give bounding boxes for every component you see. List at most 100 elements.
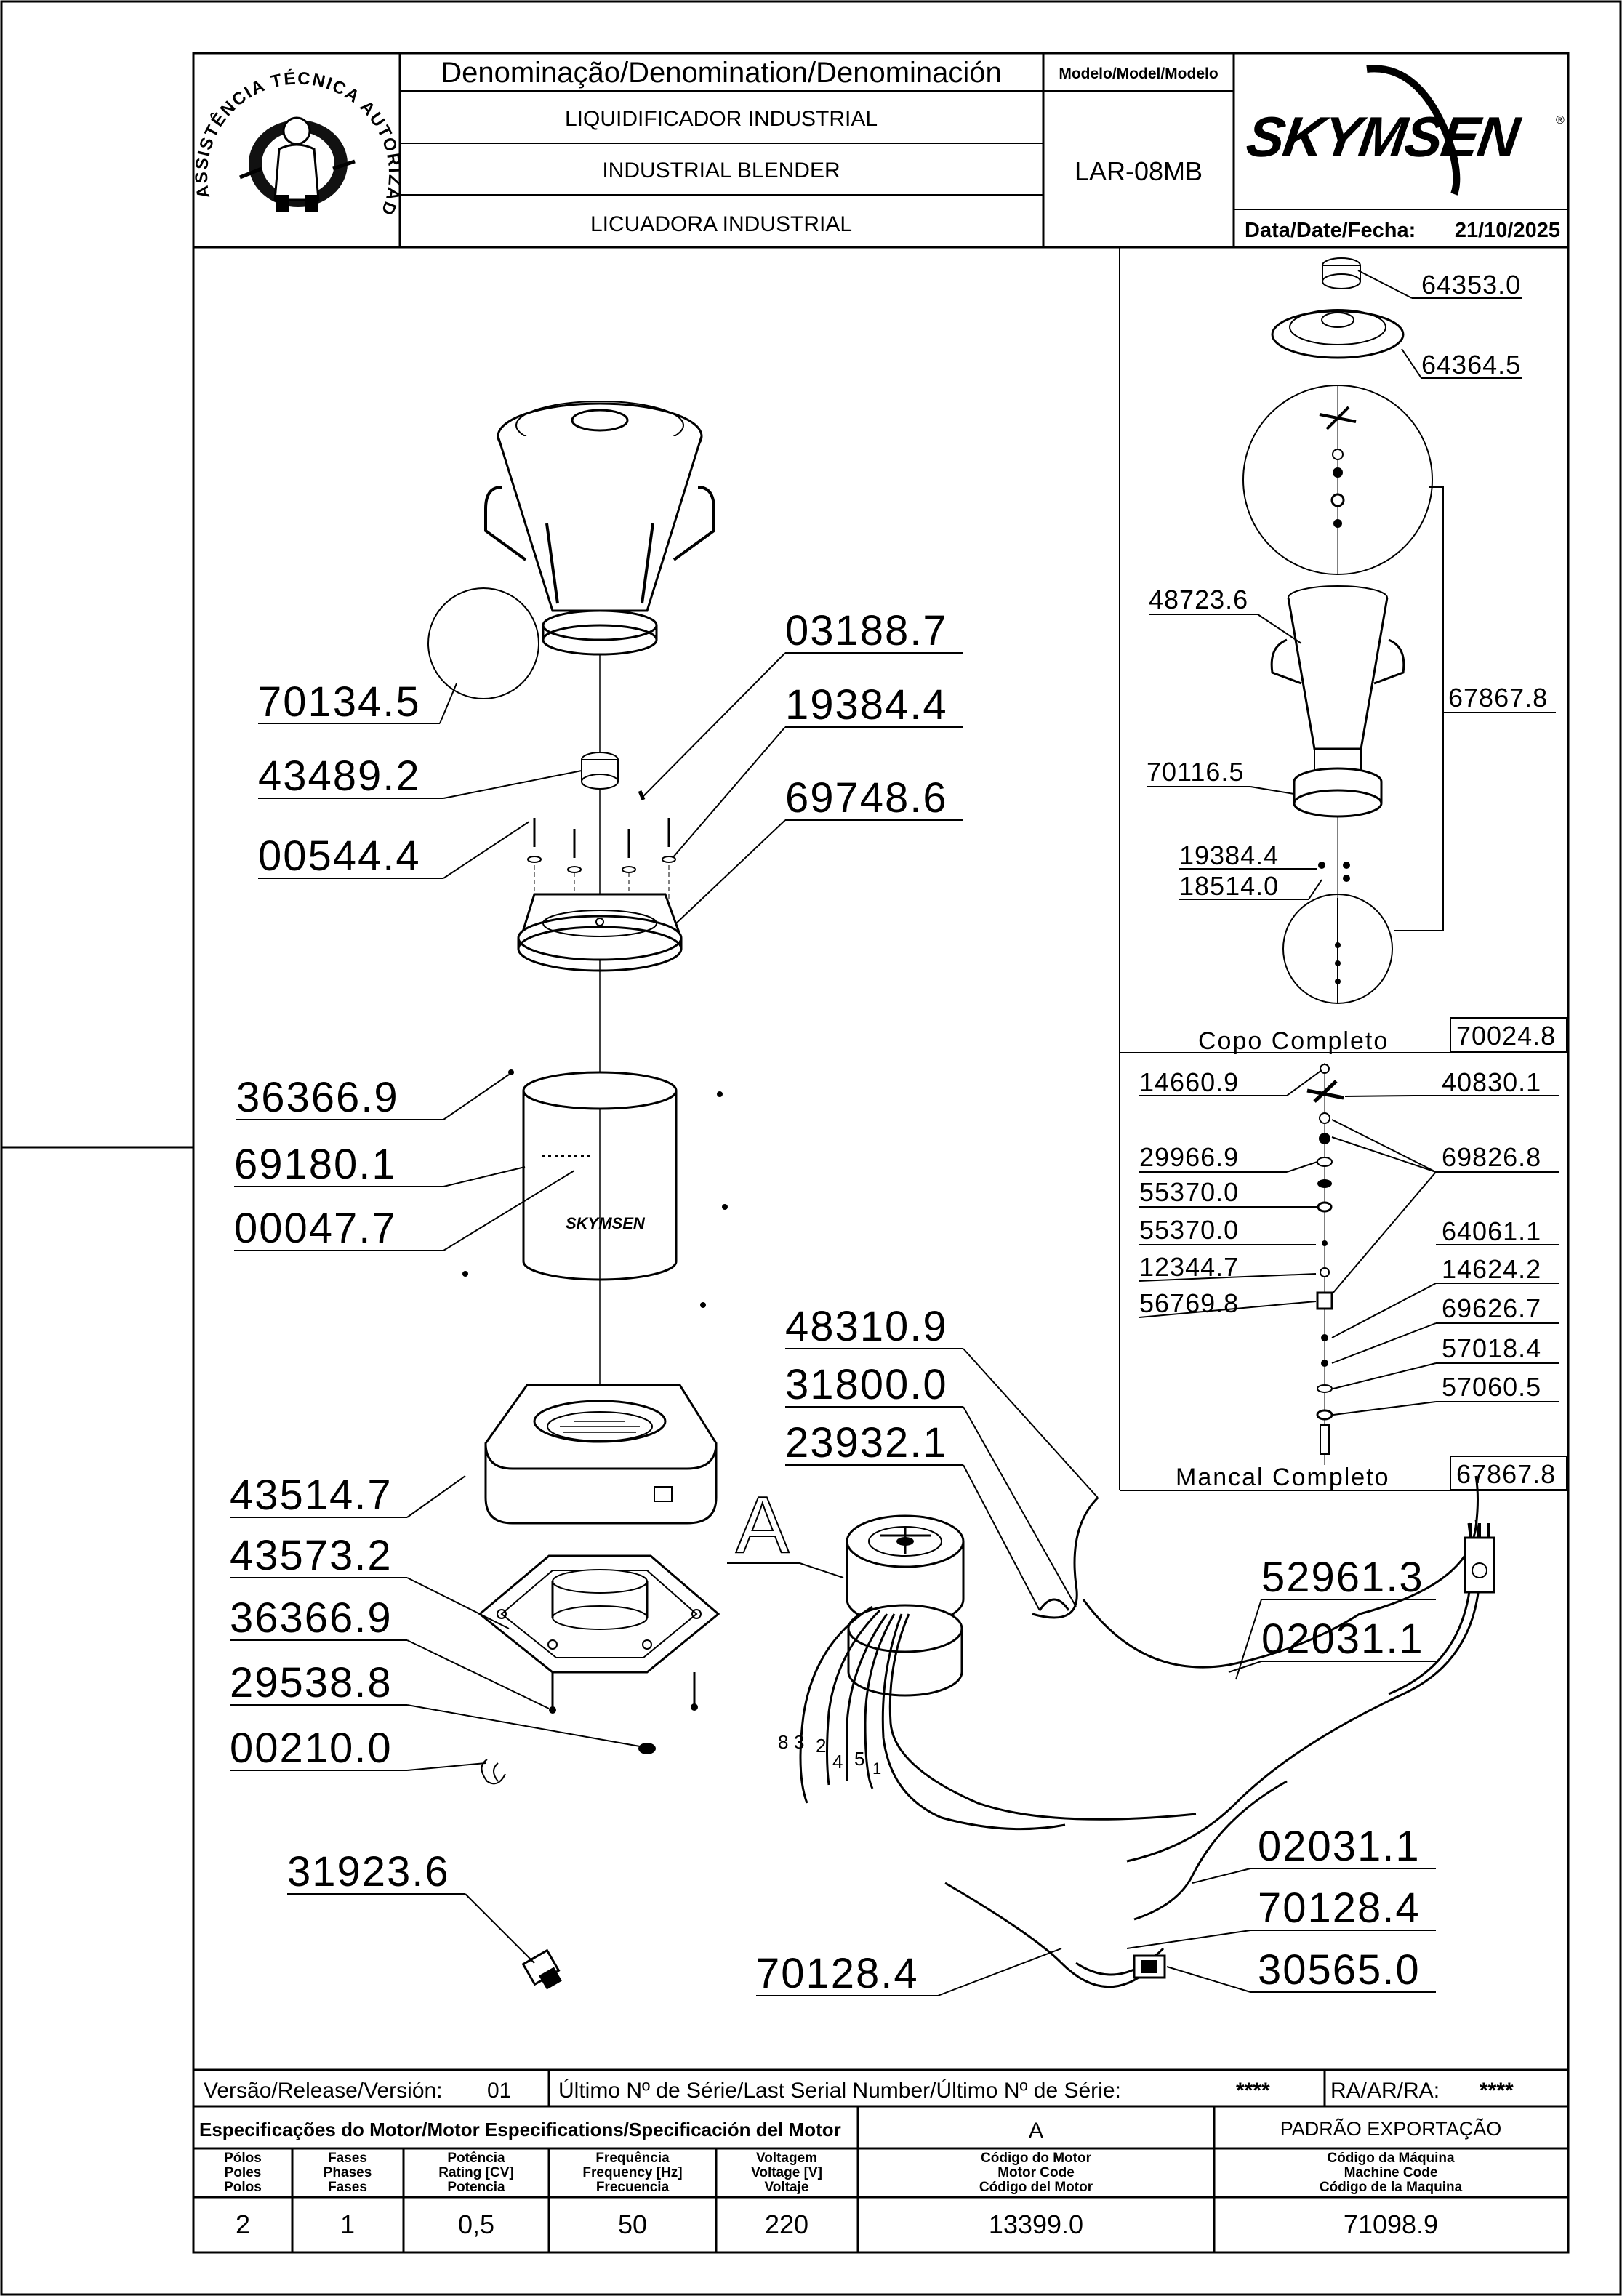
bottom-plate	[478, 1554, 720, 1785]
svg-text:Fases: Fases	[328, 2180, 367, 2195]
motor-leads	[799, 1605, 1197, 1831]
part-label-70128-4-right: 70128.4	[1258, 1884, 1421, 1932]
serial-value: ****	[1236, 2079, 1270, 2103]
authorized-service-logo: ASSISTÊNCIA TÉCNICA AUTORIZADA	[0, 0, 403, 219]
spec-value-poles: 2	[236, 2209, 250, 2239]
part-label-69180-1: 69180.1	[234, 1141, 397, 1188]
jar-base-screws	[527, 818, 676, 909]
mancal-part-3: 69826.8	[1442, 1142, 1541, 1172]
motor-spec-label: Especificações do Motor/Motor Especifica…	[199, 2119, 841, 2140]
serial-label: Último Nº de Série/Last Serial Number/Úl…	[558, 2079, 1121, 2103]
part-label-43573-2: 43573.2	[230, 1532, 393, 1579]
main-exploded-view: SKYMSEN	[230, 401, 1495, 1997]
brand-logo-text: SKYMSEN	[1242, 105, 1524, 169]
version-label: Versão/Release/Versión:	[204, 2079, 443, 2103]
part-label-43489-2: 43489.2	[258, 752, 421, 800]
skymsen-logo: SKYMSEN ®	[1242, 65, 1565, 196]
svg-text:Código do Motor: Código do Motor	[981, 2151, 1092, 2166]
svg-text:Código del Motor: Código del Motor	[979, 2180, 1093, 2195]
part-label-70128-4-left: 70128.4	[756, 1950, 919, 1997]
wire-number-3: 4	[832, 1751, 843, 1773]
part-label-02031-1-bottom: 02031.1	[1258, 1823, 1421, 1870]
name-pt: LIQUIDIFICADOR INDUSTRIAL	[565, 107, 878, 131]
spec-value-machine-code: 71098.9	[1344, 2209, 1438, 2239]
motor-assembly	[846, 1514, 965, 1697]
part-label-31923-6: 31923.6	[287, 1848, 450, 1895]
svg-text:Frecuencia: Frecuencia	[596, 2180, 670, 2195]
denomination-title: Denominação/Denomination/Denominación	[441, 57, 1002, 89]
wire-number-5: 1	[872, 1759, 881, 1778]
copo-part-4: 70116.5	[1147, 757, 1244, 787]
copo-part-0: 64353.0	[1421, 270, 1521, 300]
part-label-48310-9: 48310.9	[785, 1303, 948, 1350]
spec-col-frequency: Frequência Frequency [Hz] Frecuencia 50	[582, 2151, 682, 2239]
part-label-43514-7: 43514.7	[230, 1472, 393, 1519]
svg-text:Phases: Phases	[324, 2165, 372, 2180]
copo-code: 70024.8	[1456, 1021, 1556, 1051]
date-value: 21/10/2025	[1455, 219, 1560, 242]
spec-col-voltage: Voltagem Voltage [V] Voltaje 220	[751, 2151, 822, 2239]
motor-housing: SKYMSEN	[462, 1069, 728, 1308]
svg-text:Voltage [V]: Voltage [V]	[751, 2165, 822, 2180]
part-label-36366-9-bottom: 36366.9	[230, 1594, 393, 1642]
date-label: Data/Date/Fecha:	[1245, 219, 1416, 242]
wire-number-0: 8	[778, 1731, 788, 1753]
wire-number-2: 2	[816, 1735, 826, 1757]
spec-col-machine-code: Código da Máquina Machine Code Código de…	[1320, 2151, 1463, 2239]
drawing-frame	[192, 52, 1570, 2254]
spec-col-phases: Fases Phases Fases 1	[324, 2151, 372, 2239]
mancal-part-0: 14660.9	[1139, 1067, 1239, 1097]
svg-text:Potência: Potência	[447, 2151, 505, 2166]
part-label-70134-5: 70134.5	[258, 678, 421, 726]
part-label-19384-4: 19384.4	[785, 681, 948, 728]
svg-text:Machine Code: Machine Code	[1344, 2165, 1438, 2180]
jar-callout-circle	[427, 587, 539, 699]
model-value: LAR-08MB	[1075, 156, 1203, 186]
svg-text:Rating [CV]: Rating [CV]	[438, 2165, 513, 2180]
part-label-30565-0: 30565.0	[1258, 1946, 1421, 1994]
mancal-part-9: 56769.8	[1139, 1288, 1239, 1318]
wire-number-4: 5	[854, 1748, 864, 1770]
part-label-36366-9-top: 36366.9	[236, 1074, 399, 1121]
part-label-02031-1-top: 02031.1	[1261, 1615, 1424, 1663]
svg-text:Fases: Fases	[328, 2151, 367, 2166]
spec-col-poles: Pólos Poles Polos 2	[224, 2151, 262, 2239]
spec-value-voltage: 220	[765, 2209, 808, 2239]
ra-value: ****	[1480, 2079, 1514, 2103]
jar-seat	[517, 893, 683, 972]
copo-title: Copo Completo	[1198, 1027, 1389, 1055]
power-plug	[1464, 1523, 1495, 1594]
switch	[1133, 1954, 1166, 1979]
copo-part-3: 67867.8	[1448, 683, 1548, 713]
part-label-00047-7: 00047.7	[234, 1205, 397, 1252]
copo-part-6: 18514.0	[1179, 871, 1279, 901]
part-label-00210-0: 00210.0	[230, 1725, 393, 1772]
part-label-23932-1: 23932.1	[785, 1419, 948, 1466]
version-value: 01	[487, 2079, 511, 2103]
mancal-part-12: 57060.5	[1442, 1372, 1541, 1402]
svg-text:Motor Code: Motor Code	[997, 2165, 1075, 2180]
part-label-31800-0: 31800.0	[785, 1361, 948, 1408]
svg-text:Código de la Maquina: Código de la Maquina	[1320, 2180, 1463, 2195]
part-label-29538-8: 29538.8	[230, 1659, 393, 1706]
part-label-03188-7: 03188.7	[785, 607, 948, 654]
motor-spec-table: Versão/Release/Versión: 01 Último Nº de …	[193, 2068, 1568, 2252]
svg-text:Frequência: Frequência	[595, 2151, 670, 2166]
spec-col-rating: Potência Rating [CV] Potencia 0,5	[438, 2151, 513, 2239]
spec-value-frequency: 50	[618, 2209, 647, 2239]
mancal-part-1: 40830.1	[1442, 1067, 1541, 1097]
svg-text:Voltagem: Voltagem	[756, 2151, 817, 2166]
ra-label: RA/AR/RA:	[1330, 2079, 1440, 2103]
mancal-part-7: 12344.7	[1139, 1252, 1239, 1282]
blender-jar	[484, 401, 715, 656]
mancal-part-10: 69626.7	[1442, 1293, 1541, 1323]
svg-text:Pólos: Pólos	[224, 2151, 262, 2166]
svg-text:Frequency [Hz]: Frequency [Hz]	[582, 2165, 682, 2180]
spec-value-motor-code: 13399.0	[989, 2209, 1083, 2239]
name-es: LICUADORA INDUSTRIAL	[590, 212, 852, 236]
copo-part-2: 48723.6	[1149, 585, 1248, 614]
svg-text:Poles: Poles	[225, 2165, 262, 2180]
svg-text:SKYMSEN: SKYMSEN	[566, 1214, 646, 1232]
wire-number-1: 3	[794, 1731, 804, 1753]
